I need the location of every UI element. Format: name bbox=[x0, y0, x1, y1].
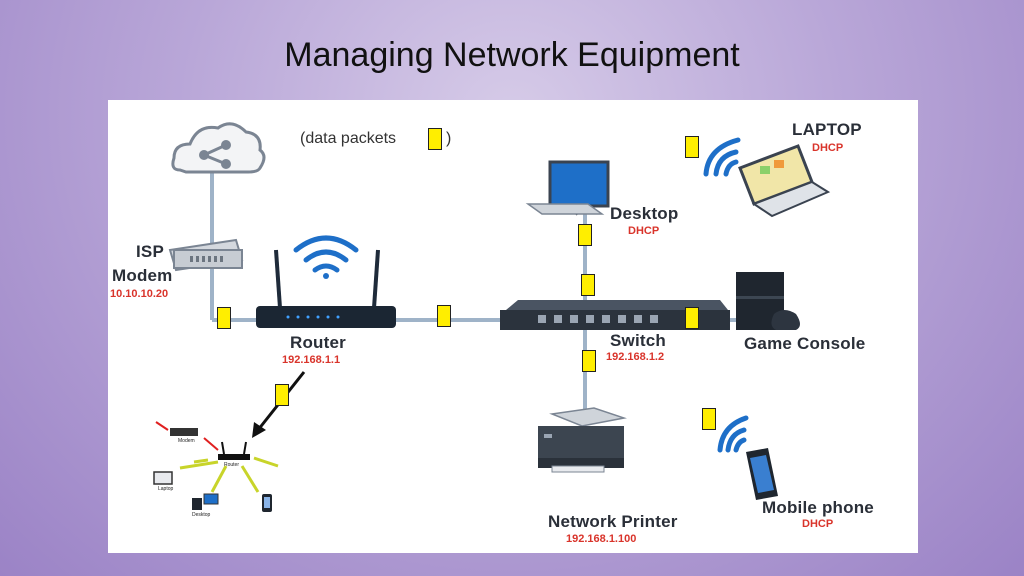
cloud-icon bbox=[171, 122, 266, 174]
inset-modem-label: Modem bbox=[178, 438, 195, 444]
legend-text-before: (data packets bbox=[300, 130, 397, 147]
laptop-label: LAPTOP bbox=[792, 120, 862, 139]
router-wifi-icon bbox=[293, 235, 359, 279]
phone-wifi-icon bbox=[717, 415, 749, 453]
network-printer-label: Network Printer bbox=[548, 512, 678, 531]
data-packet-laptop bbox=[685, 136, 699, 158]
legend-text-after: ) bbox=[446, 130, 452, 147]
game-console-icon bbox=[736, 272, 800, 330]
router-ip: 192.168.1.1 bbox=[282, 354, 341, 366]
switch-ip: 192.168.1.2 bbox=[606, 351, 665, 363]
data-packet-inset bbox=[275, 384, 289, 406]
laptop-wifi-icon bbox=[703, 137, 741, 177]
network-printer-ip: 192.168.1.100 bbox=[566, 533, 637, 545]
data-packet-switch-console bbox=[685, 307, 699, 329]
network-diagram: (data packets ) ISP Modem 10.10.10.20 Ro… bbox=[108, 100, 918, 553]
data-packet-phone bbox=[702, 408, 716, 430]
isp-label: ISP bbox=[136, 242, 165, 261]
mobile-phone-icon bbox=[746, 448, 778, 500]
desktop-icon bbox=[525, 160, 610, 216]
data-packet-router-switch bbox=[437, 305, 451, 327]
inset-laptop-label: Laptop bbox=[158, 486, 174, 492]
game-console-label: Game Console bbox=[744, 334, 866, 353]
mobile-phone-ip: DHCP bbox=[802, 518, 834, 530]
inset-router-label: Router bbox=[224, 462, 240, 468]
slide-title: Managing Network Equipment bbox=[284, 36, 740, 74]
desktop-label: Desktop bbox=[610, 204, 679, 223]
inset-network-diagram bbox=[153, 421, 279, 512]
data-packet-modem-router bbox=[217, 307, 231, 329]
modem-ip: 10.10.10.20 bbox=[110, 288, 169, 300]
inset-desktop-label: Desktop bbox=[192, 512, 211, 518]
modem-icon bbox=[168, 238, 244, 272]
switch-label: Switch bbox=[610, 331, 666, 350]
router-label: Router bbox=[290, 333, 346, 352]
data-packet-printer bbox=[582, 350, 596, 372]
router-icon bbox=[256, 249, 396, 328]
diagram-canvas bbox=[153, 122, 831, 512]
desktop-ip: DHCP bbox=[628, 225, 660, 237]
data-packet-desktop bbox=[578, 224, 592, 246]
laptop-icon bbox=[738, 144, 831, 218]
laptop-ip: DHCP bbox=[812, 142, 844, 154]
printer-icon bbox=[538, 407, 627, 473]
modem-label: Modem bbox=[112, 266, 173, 285]
legend-packet-swatch bbox=[428, 128, 442, 150]
mobile-phone-label: Mobile phone bbox=[762, 498, 874, 517]
switch-icon bbox=[500, 300, 730, 330]
data-packet-switch-up bbox=[581, 274, 595, 296]
